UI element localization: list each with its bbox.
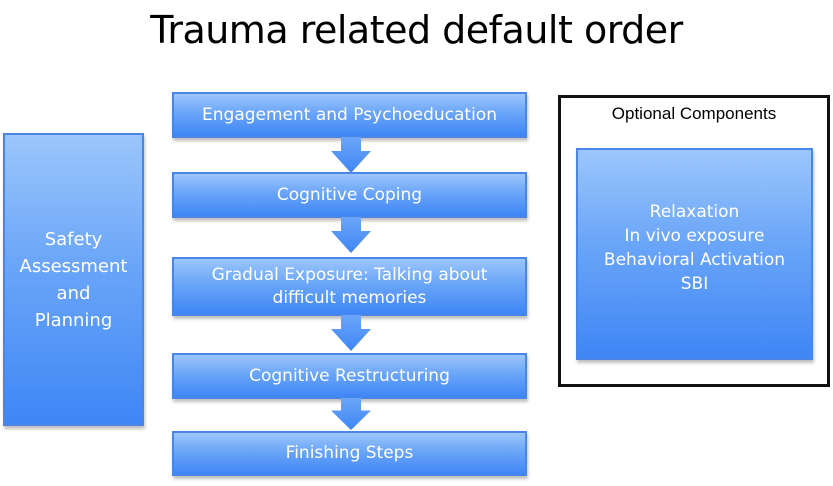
diagram-title: Trauma related default order: [150, 8, 683, 52]
step-label: Engagement and Psychoeducation: [202, 104, 497, 125]
down-arrow-icon: [331, 398, 371, 430]
step-label: Finishing Steps: [285, 443, 414, 464]
step-engagement-psychoeducation: Engagement and Psychoeducation: [172, 92, 527, 138]
step-label-line: Gradual Exposure: Talking about: [211, 265, 488, 286]
optional-item: Behavioral Activation: [603, 250, 786, 270]
step-finishing-steps: Finishing Steps: [172, 431, 527, 476]
optional-item: In vivo exposure: [624, 226, 765, 247]
optional-item: SBI: [680, 273, 709, 294]
side-box-line: Safety: [44, 228, 103, 250]
side-box-line: Planning: [34, 309, 113, 331]
step-label: Cognitive Restructuring: [249, 365, 450, 386]
optional-item: Relaxation: [649, 202, 740, 223]
step-gradual-exposure: Gradual Exposure: Talking about difficul…: [172, 257, 527, 316]
optional-components-box: Relaxation In vivo exposure Behavioral A…: [576, 148, 813, 360]
side-box-line: and: [56, 282, 91, 304]
down-arrow-icon: [331, 315, 371, 351]
down-arrow-icon: [331, 137, 371, 173]
step-label-line: difficult memories: [272, 287, 427, 308]
step-label: Cognitive Coping: [276, 184, 423, 205]
optional-components-title: Optional Components: [611, 104, 777, 123]
step-cognitive-coping: Cognitive Coping: [172, 172, 527, 218]
down-arrow-icon: [331, 217, 371, 253]
safety-assessment-box: Safety Assessment and Planning: [3, 133, 144, 426]
step-cognitive-restructuring: Cognitive Restructuring: [172, 353, 527, 399]
side-box-line: Assessment: [19, 255, 128, 277]
